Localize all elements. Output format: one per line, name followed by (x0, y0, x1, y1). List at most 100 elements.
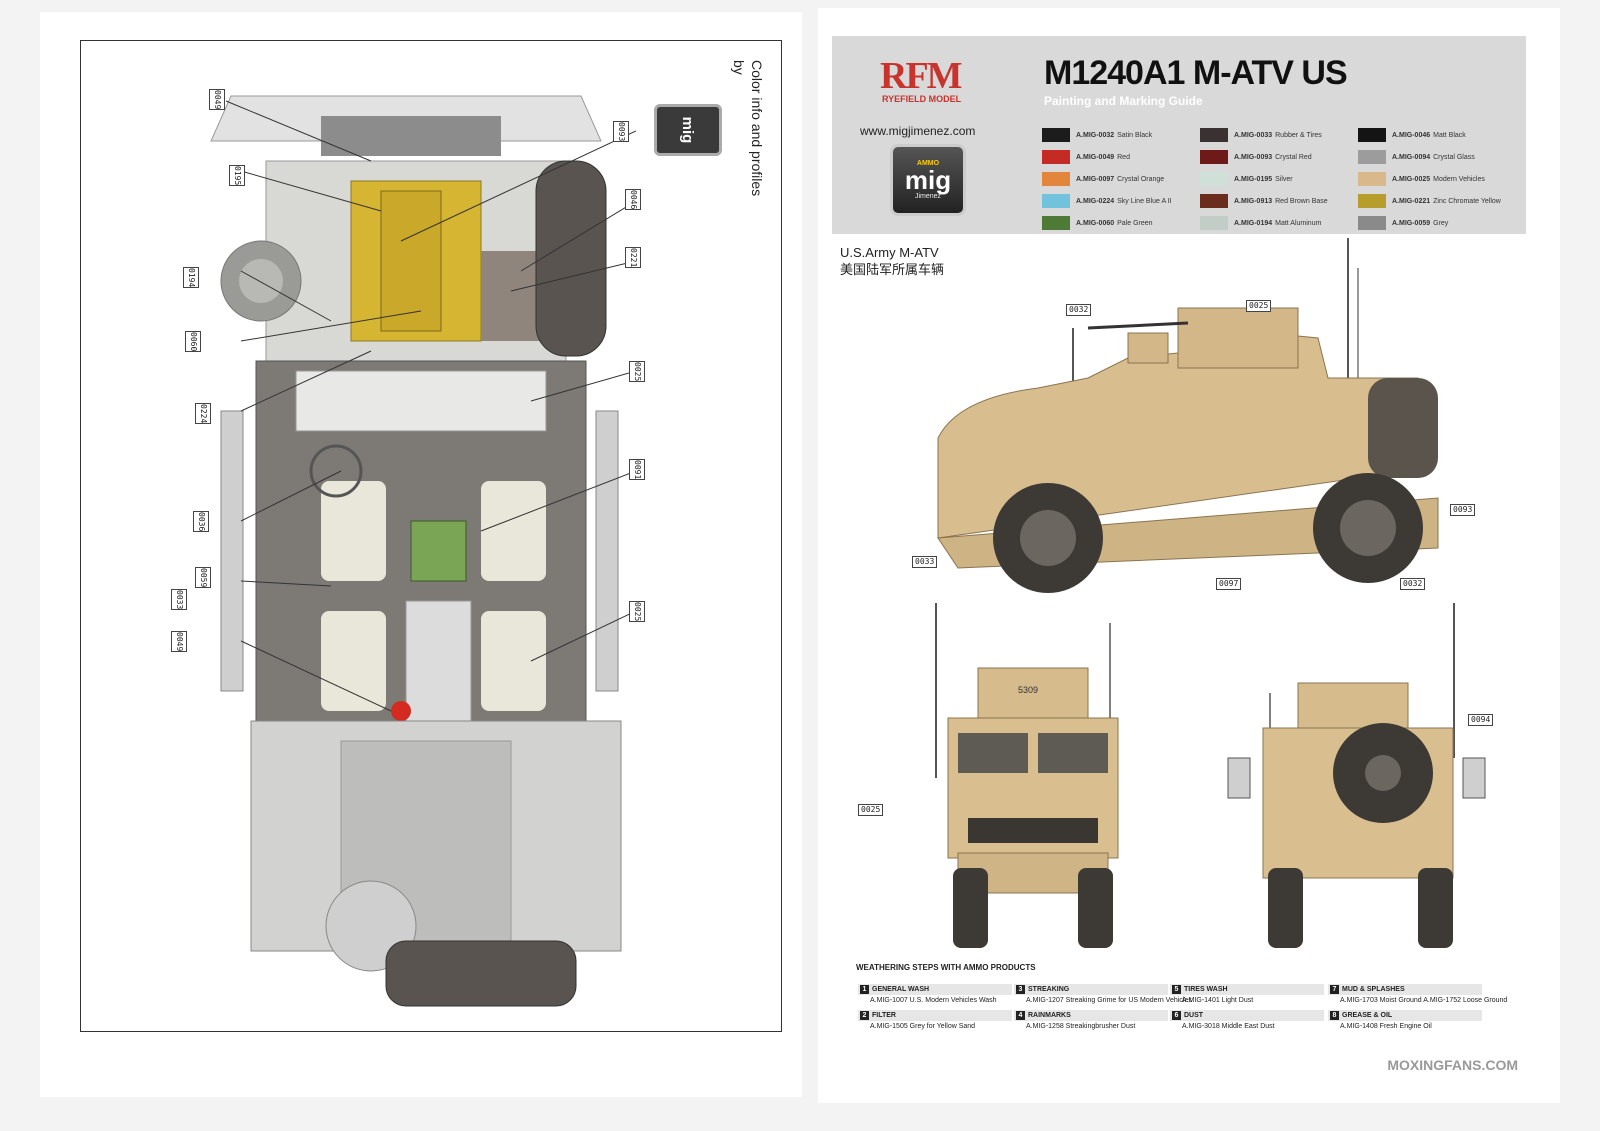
callout: 0025 (629, 361, 645, 383)
callout: 0025 (1246, 300, 1272, 312)
callout: 0221 (625, 247, 641, 269)
step-number: 7 (1330, 985, 1339, 994)
swatch-code: A.MIG-0221 (1392, 197, 1431, 205)
right-page: RFM RYEFIELD MODEL M1240A1 M-ATV US Pain… (818, 8, 1560, 1103)
rfm-logo: RFM (880, 55, 963, 97)
swatch-name: Crystal Glass (1433, 153, 1475, 161)
swatch-color-chip (1200, 128, 1228, 142)
callout: 0025 (858, 804, 884, 816)
swatch-name: Sky Line Blue A II (1117, 197, 1172, 205)
left-page: 0049 0195 0194 0060 0224 0036 0059 0033 … (40, 12, 802, 1097)
step-number: 3 (1016, 985, 1025, 994)
callout: 0097 (1216, 578, 1242, 590)
callout: 0224 (195, 403, 211, 425)
swatch-name: Crystal Red (1275, 153, 1312, 161)
vehicle-rear-view (1227, 603, 1486, 948)
callout: 0049 (209, 89, 225, 111)
callout: 0093 (1450, 504, 1476, 516)
swatch-color-chip (1358, 194, 1386, 208)
step-product: A.MIG-1401 Light Dust (1182, 997, 1254, 1004)
swatch-code: A.MIG-0224 (1076, 197, 1115, 205)
swatch-code: A.MIG-0059 (1392, 219, 1431, 227)
step-number: 2 (860, 1011, 869, 1020)
callout: 0049 (171, 631, 187, 653)
vehicle-front-view: 5309 (935, 603, 1119, 948)
callout: 0033 (171, 589, 187, 611)
step-product: A.MIG-1703 Moist Ground A.MIG-1752 Loose… (1340, 997, 1508, 1004)
callout: 0059 (195, 567, 211, 589)
step-product: A.MIG-1007 U.S. Modern Vehicles Wash (870, 997, 997, 1004)
swatch-color-chip (1042, 216, 1070, 230)
swatch-code: A.MIG-0094 (1392, 153, 1431, 161)
swatch-code: A.MIG-0093 (1234, 153, 1273, 161)
swatch-color-chip (1042, 194, 1070, 208)
swatch-color-chip (1042, 128, 1070, 142)
step-title: FILTER (872, 1012, 896, 1019)
mig-ammo-logo: AMMO mig Jimenez (890, 144, 966, 216)
swatch-name: Crystal Orange (1117, 175, 1165, 183)
step-title: MUD & SPLASHES (1342, 986, 1405, 993)
step-title: TIRES WASH (1184, 986, 1228, 993)
chassis-diagram-frame: 0049 0195 0194 0060 0224 0036 0059 0033 … (80, 40, 782, 1032)
step-title: GENERAL WASH (872, 986, 930, 993)
swatch-code: A.MIG-0060 (1076, 219, 1115, 227)
swatch-color-chip (1042, 150, 1070, 164)
step-title: GREASE & OIL (1342, 1012, 1393, 1019)
swatch-code: A.MIG-0913 (1234, 197, 1273, 205)
step-product: A.MIG-1207 Streaking Grime for US Modern… (1026, 997, 1192, 1004)
header-banner: RFM RYEFIELD MODEL M1240A1 M-ATV US Pain… (832, 36, 1526, 234)
swatch-code: A.MIG-0046 (1392, 131, 1431, 139)
swatch-color-chip (1358, 150, 1386, 164)
weathering-title: WEATHERING STEPS WITH AMMO PRODUCTS (856, 963, 1036, 972)
page-subtitle: Painting and Marking Guide (1044, 94, 1203, 108)
step-product: A.MIG-1408 Fresh Engine Oil (1340, 1023, 1432, 1030)
swatch-name: Satin Black (1117, 131, 1153, 139)
swatch-name: Red (1117, 153, 1130, 161)
swatch-code: A.MIG-0032 (1076, 131, 1115, 139)
vehicle-side-view (937, 238, 1439, 593)
callout: 0060 (185, 331, 201, 353)
step-number: 4 (1016, 1011, 1025, 1020)
callout: 0032 (1400, 578, 1426, 590)
swatch-color-chip (1042, 172, 1070, 186)
mig-logo-small: mig (654, 104, 722, 156)
swatch-name: Grey (1433, 219, 1449, 227)
callout: 0033 (912, 556, 938, 568)
swatch-code: A.MIG-0025 (1392, 175, 1431, 183)
step-number: 8 (1330, 1011, 1339, 1020)
swatch-code: A.MIG-0097 (1076, 175, 1115, 183)
swatch-code: A.MIG-0049 (1076, 153, 1115, 161)
swatch-color-chip (1358, 172, 1386, 186)
swatch-name: Matt Aluminum (1275, 219, 1322, 227)
callout: 0032 (1066, 304, 1092, 316)
step-product: A.MIG-3018 Middle East Dust (1182, 1023, 1275, 1030)
chassis-top-view (210, 95, 637, 1007)
swatch-color-chip (1358, 128, 1386, 142)
swatch-name: Silver (1275, 175, 1293, 183)
swatch-code: A.MIG-0194 (1234, 219, 1273, 227)
swatch-code: A.MIG-0033 (1234, 131, 1273, 139)
swatch-code: A.MIG-0195 (1234, 175, 1273, 183)
